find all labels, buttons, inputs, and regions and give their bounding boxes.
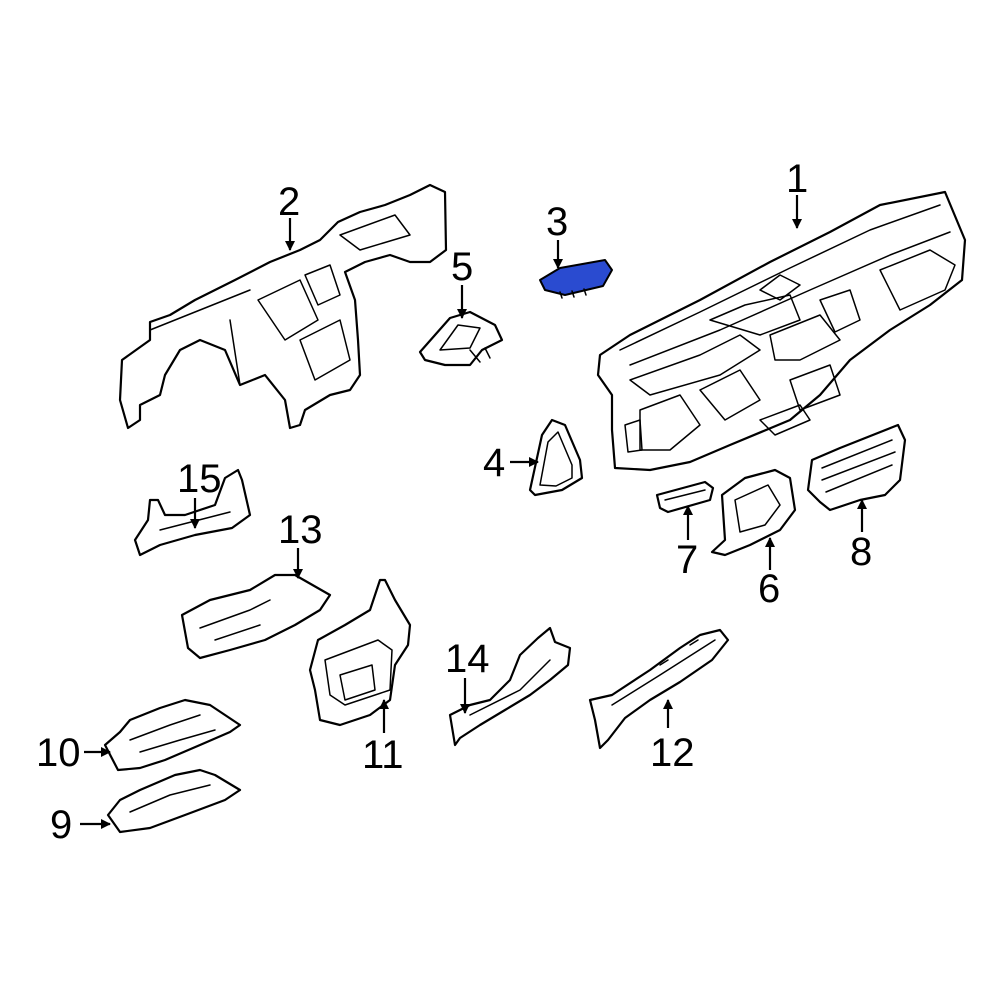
part-5-trim[interactable] [418, 310, 504, 367]
callout-13: 13 [278, 508, 323, 552]
callout-14: 14 [445, 637, 490, 681]
callout-10: 10 [36, 731, 81, 775]
callout-12: 12 [650, 731, 695, 775]
callout-2: 2 [278, 180, 300, 224]
callout-1: 1 [786, 157, 808, 201]
part-14-bracket[interactable] [448, 626, 572, 747]
callout-4: 4 [483, 441, 505, 485]
part-1-dashboard[interactable] [596, 190, 967, 472]
part-6-vent-housing[interactable] [710, 468, 797, 557]
part-3-trim-cover[interactable] [539, 259, 613, 299]
leader-arrows [80, 195, 867, 829]
callout-6: 6 [758, 567, 780, 611]
callout-5: 5 [451, 245, 473, 289]
callout-9: 9 [50, 803, 72, 847]
part-7-clip[interactable] [655, 480, 715, 514]
part-8-vent-grille[interactable] [806, 423, 907, 512]
callout-15: 15 [177, 457, 222, 501]
callout-8: 8 [850, 530, 872, 574]
callout-3: 3 [546, 200, 568, 244]
part-13-bracket[interactable] [180, 573, 332, 660]
part-12-bracket[interactable] [588, 628, 730, 750]
part-9-lower-trim[interactable] [106, 768, 242, 834]
callout-labels: 1 2 3 4 5 6 7 8 9 10 11 12 13 14 15 [36, 157, 872, 847]
part-11-console-bracket[interactable] [308, 578, 412, 727]
part-2-support-beam[interactable] [118, 183, 448, 430]
part-10-lower-panel[interactable] [103, 698, 242, 772]
callout-7: 7 [676, 538, 698, 582]
part-4-vent-cover[interactable] [528, 418, 584, 497]
callout-11: 11 [362, 733, 404, 777]
